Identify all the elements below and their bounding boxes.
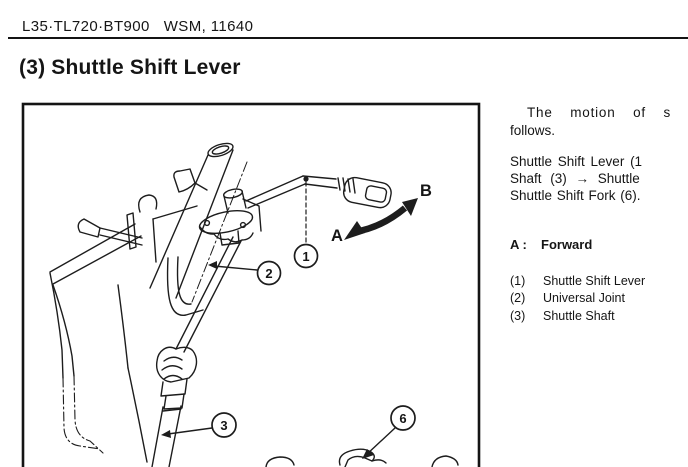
flow-line-1: Shuttle Shift Lever (1 (510, 154, 643, 169)
callout-2: 2 (256, 260, 282, 286)
diagram-linework (49, 142, 459, 467)
legend-item-2-label: Universal Joint (543, 291, 625, 305)
callout-2-number: 2 (265, 266, 272, 281)
motion-flow-paragraph: Shuttle Shift Lever (1 Shaft (3) → Shutt… (510, 153, 688, 204)
legend-item-1: (1) Shuttle Shift Lever (510, 273, 688, 291)
flow-line-2: Shaft (3) → Shuttle (510, 171, 640, 186)
legend-item-3-label: Shuttle Shaft (543, 308, 615, 323)
header-rule (8, 37, 688, 39)
legend-item-3: (3) Shuttle Shaft (510, 308, 688, 326)
model-codes: L35·TL720·BT900 (22, 18, 150, 35)
intro-line-2: follows. (510, 122, 556, 138)
callout-3-number: 3 (220, 418, 227, 433)
callout-3: 3 (211, 412, 237, 438)
legend-item-3-number: (3) (510, 308, 526, 323)
page-title: (3) Shuttle Shift Lever (19, 56, 241, 79)
callout-6: 6 (390, 405, 416, 431)
direction-key: A : (510, 237, 527, 252)
legend-item-2: (2) Universal Joint (510, 290, 688, 308)
flow-line-3: Shuttle Shift Fork (6). (510, 188, 641, 203)
callout-6-number: 6 (399, 411, 406, 426)
header-doc-code: L35·TL720·BT900 WSM, 11640 (22, 18, 253, 35)
text-column: The motion of s follows. Shuttle Shift L… (510, 104, 688, 325)
motion-arrow (344, 198, 418, 240)
diagram-solid-marks (161, 176, 374, 459)
intro-paragraph: The motion of s follows. (510, 104, 688, 139)
arrow-label-b: B (420, 182, 432, 200)
parts-legend: (1) Shuttle Shift Lever (2) Universal Jo… (510, 273, 688, 326)
legend-item-2-number: (2) (510, 291, 526, 305)
legend-item-1-label: Shuttle Shift Lever (543, 273, 646, 288)
direction-value: Forward (541, 237, 593, 252)
callout-1: 1 (293, 243, 319, 269)
callout-1-number: 1 (302, 249, 309, 264)
legend-item-1-number: (1) (510, 273, 526, 288)
direction-note: A : Forward (510, 236, 688, 254)
figure-border (21, 102, 481, 467)
arrow-label-a: A (331, 227, 343, 245)
intro-line-1: The motion of s (527, 105, 672, 120)
wsm-reference: WSM, 11640 (163, 18, 254, 35)
